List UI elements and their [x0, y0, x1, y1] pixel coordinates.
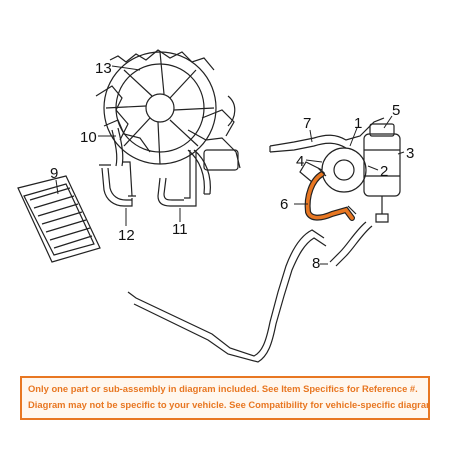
callout-13: 13: [95, 60, 112, 77]
callout-5: 5: [392, 102, 400, 119]
callout-12: 12: [118, 227, 135, 244]
callout-10: 10: [80, 129, 97, 146]
notice-line-1: Only one part or sub-assembly in diagram…: [28, 383, 418, 394]
callout-11: 11: [172, 221, 188, 238]
callout-8: 8: [312, 255, 320, 272]
lines-8: [127, 221, 373, 363]
callout-4: 4: [296, 153, 304, 170]
pump-reservoir-assembly: [269, 117, 401, 223]
hose-10: [111, 127, 124, 167]
reference-notice: Only one part or sub-assembly in diagram…: [20, 376, 430, 420]
callout-9: 9: [50, 165, 58, 182]
notice-line-2: Diagram may not be specific to your vehi…: [28, 399, 430, 410]
engine-fan-assembly: [95, 49, 241, 195]
hose-6-highlighted: [304, 167, 357, 221]
leader-lines: [55, 65, 405, 265]
callout-7: 7: [303, 115, 311, 132]
hose-11: [157, 150, 197, 207]
callout-1: 1: [354, 115, 362, 132]
callout-2: 2: [380, 163, 388, 180]
callout-3: 3: [406, 145, 414, 162]
callout-6: 6: [280, 196, 288, 213]
hose-12: [99, 161, 136, 207]
oil-cooler-9: [17, 175, 101, 263]
